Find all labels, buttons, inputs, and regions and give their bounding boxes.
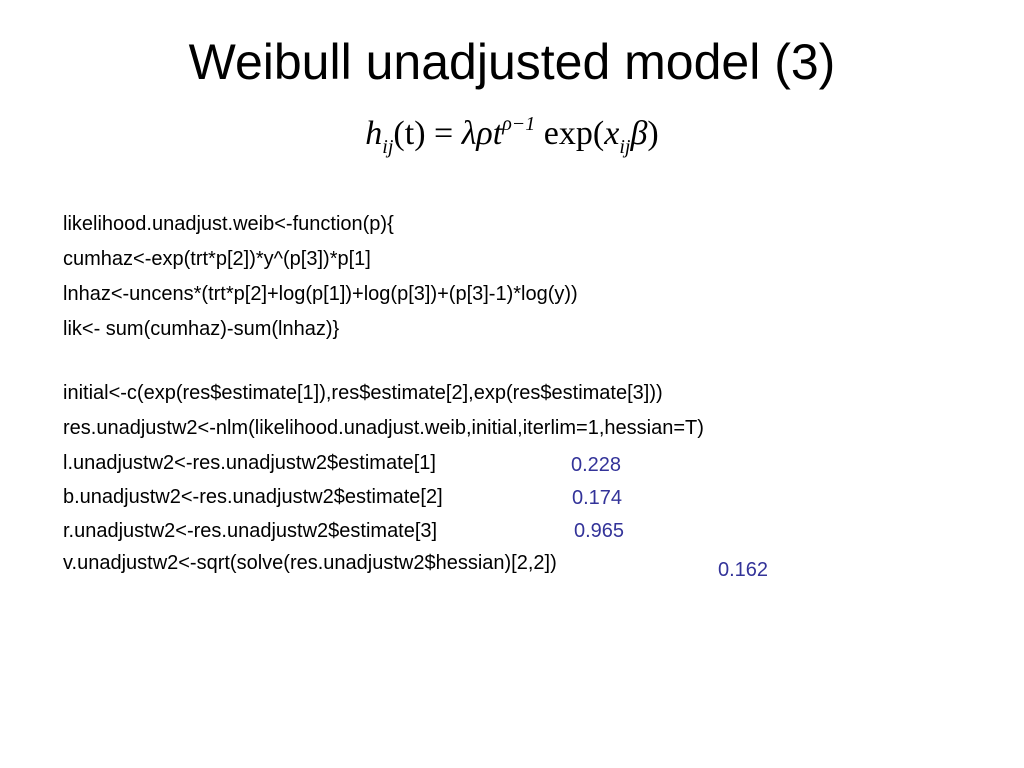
code-line: r.unadjustw2<-res.unadjustw2$estimate[3] bbox=[63, 520, 438, 542]
formula-exponent: ρ−1 bbox=[502, 113, 536, 135]
result-value: 0.228 bbox=[571, 454, 622, 476]
code-line: initial<-c(exp(res$estimate[1]),res$esti… bbox=[63, 382, 663, 404]
formula-x-subscript: ij bbox=[619, 136, 631, 158]
formula-close-paren: ) bbox=[647, 115, 659, 152]
formula-exp: exp( bbox=[535, 115, 605, 152]
code-line: b.unadjustw2<-res.unadjustw2$estimate[2] bbox=[63, 486, 443, 508]
formula-beta: β bbox=[630, 115, 648, 152]
slide-title: Weibull unadjusted model (3) bbox=[188, 34, 836, 90]
formula-t-argument: (t) = bbox=[393, 115, 462, 152]
formula-x: x bbox=[604, 115, 620, 152]
code-line: lik<- sum(cumhaz)-sum(lnhaz)} bbox=[63, 318, 340, 340]
code-line: lnhaz<-uncens*(trt*p[2]+log(p[1])+log(p[… bbox=[63, 283, 578, 305]
result-value: 0.174 bbox=[572, 487, 623, 509]
hazard-formula: hij(t) = λρtρ−1 exp(xijβ) bbox=[0, 96, 1024, 175]
formula-h: h bbox=[365, 115, 383, 152]
result-value: 0.965 bbox=[574, 520, 625, 542]
code-line: l.unadjustw2<-res.unadjustw2$estimate[1] bbox=[63, 452, 436, 474]
formula-h-subscript: ij bbox=[382, 136, 394, 158]
formula-lambda-rho-t: λρt bbox=[461, 115, 503, 152]
code-line: cumhaz<-exp(trt*p[2])*y^(p[3])*p[1] bbox=[63, 248, 371, 270]
code-line: likelihood.unadjust.weib<-function(p){ bbox=[63, 213, 394, 235]
code-line: res.unadjustw2<-nlm(likelihood.unadjust.… bbox=[63, 417, 704, 439]
result-value: 0.162 bbox=[718, 559, 769, 581]
code-line: v.unadjustw2<-sqrt(solve(res.unadjustw2$… bbox=[63, 552, 557, 574]
